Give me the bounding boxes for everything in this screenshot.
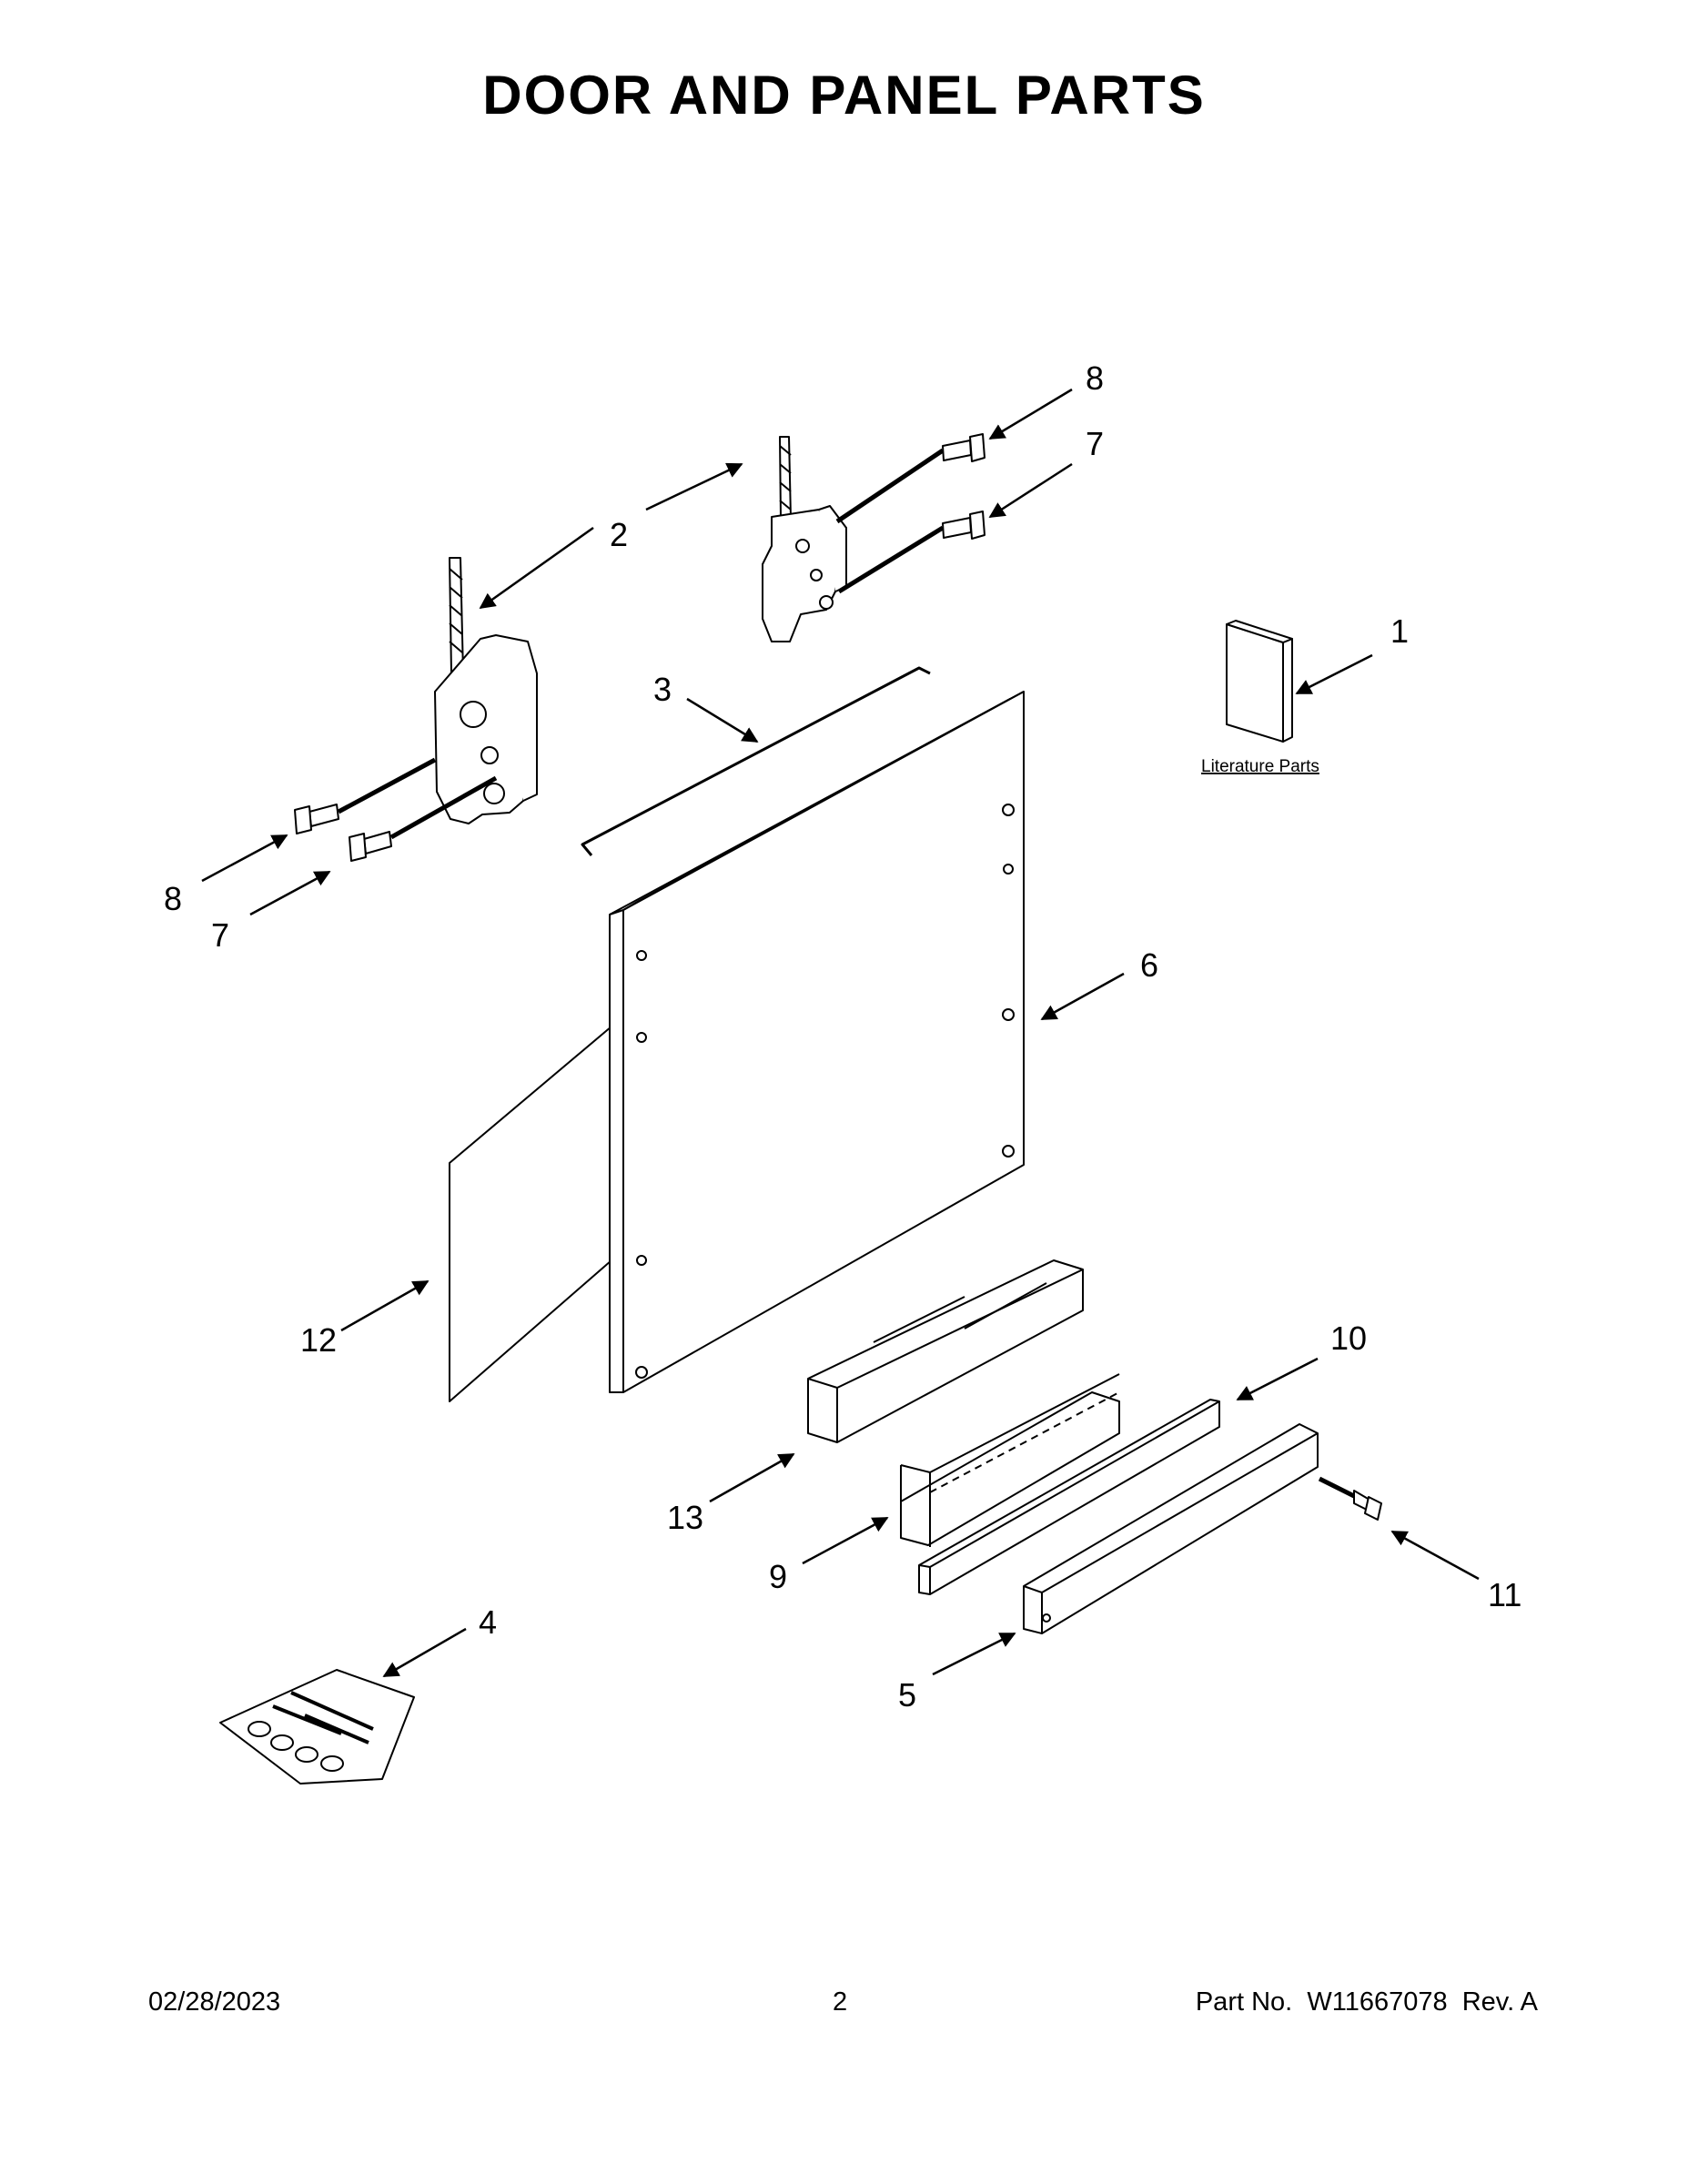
callout-8-left: 8 <box>164 880 182 917</box>
insulation-sheet <box>449 1026 612 1402</box>
leader-5 <box>932 1632 1016 1676</box>
leader-2b <box>645 462 743 511</box>
literature-booklet <box>1226 620 1293 743</box>
callout-11: 11 <box>1488 1576 1521 1613</box>
callout-10: 10 <box>1330 1320 1367 1357</box>
leader-8a <box>988 388 1073 440</box>
leader-7a <box>988 462 1073 519</box>
callout-13: 13 <box>667 1499 703 1536</box>
literature-parts-label: Literature Parts <box>1201 757 1319 776</box>
leader-12 <box>340 1279 430 1332</box>
trim-strip <box>918 1399 1220 1595</box>
revision: Rev. A <box>1461 1987 1538 2017</box>
door-rod <box>581 666 931 856</box>
leader-2a <box>479 526 594 610</box>
callout-2: 2 <box>610 516 628 553</box>
hinge-left <box>434 557 538 824</box>
screw-left-7 <box>349 831 392 862</box>
screw-right-8 <box>942 433 986 462</box>
callout-8-right: 8 <box>1086 359 1104 397</box>
screw-left-8 <box>294 804 339 834</box>
leader-11 <box>1390 1530 1480 1581</box>
door-panel <box>609 691 1025 1393</box>
bottom-bracket <box>1023 1423 1319 1634</box>
callout-7-left: 7 <box>211 916 229 954</box>
callout-3: 3 <box>653 671 672 708</box>
leader-10 <box>1236 1357 1319 1401</box>
footer-part-info: Part No. W11667078 Rev. A <box>1196 1987 1538 2017</box>
hardware-bag <box>219 1669 415 1785</box>
callout-6: 6 <box>1140 946 1158 984</box>
callout-4: 4 <box>479 1603 497 1641</box>
callout-1: 1 <box>1390 612 1409 650</box>
leader-4 <box>382 1627 467 1678</box>
callout-5: 5 <box>898 1676 916 1714</box>
footer-date: 02/28/2023 <box>148 1987 281 2017</box>
footer-page-number: 2 <box>833 1987 848 2017</box>
leader-13 <box>709 1452 795 1503</box>
callout-9: 9 <box>769 1558 787 1595</box>
part-number: W11667078 <box>1307 1987 1448 2017</box>
leader-9 <box>802 1516 889 1565</box>
screw-right-7 <box>942 511 986 540</box>
foam-block-lower <box>900 1373 1120 1547</box>
part-prefix: Part No. <box>1195 1987 1293 2017</box>
page-title: DOOR AND PANEL PARTS <box>482 65 1206 126</box>
leader-6 <box>1040 972 1125 1021</box>
hinge-right <box>762 436 847 642</box>
callout-7-right: 7 <box>1086 425 1104 462</box>
leader-3 <box>686 697 759 743</box>
foam-block-upper <box>807 1259 1084 1443</box>
leader-7b <box>249 870 331 916</box>
callout-12: 12 <box>300 1321 337 1359</box>
leader-1 <box>1295 653 1373 695</box>
screw-11 <box>1353 1490 1382 1521</box>
leader-8b <box>201 834 288 883</box>
